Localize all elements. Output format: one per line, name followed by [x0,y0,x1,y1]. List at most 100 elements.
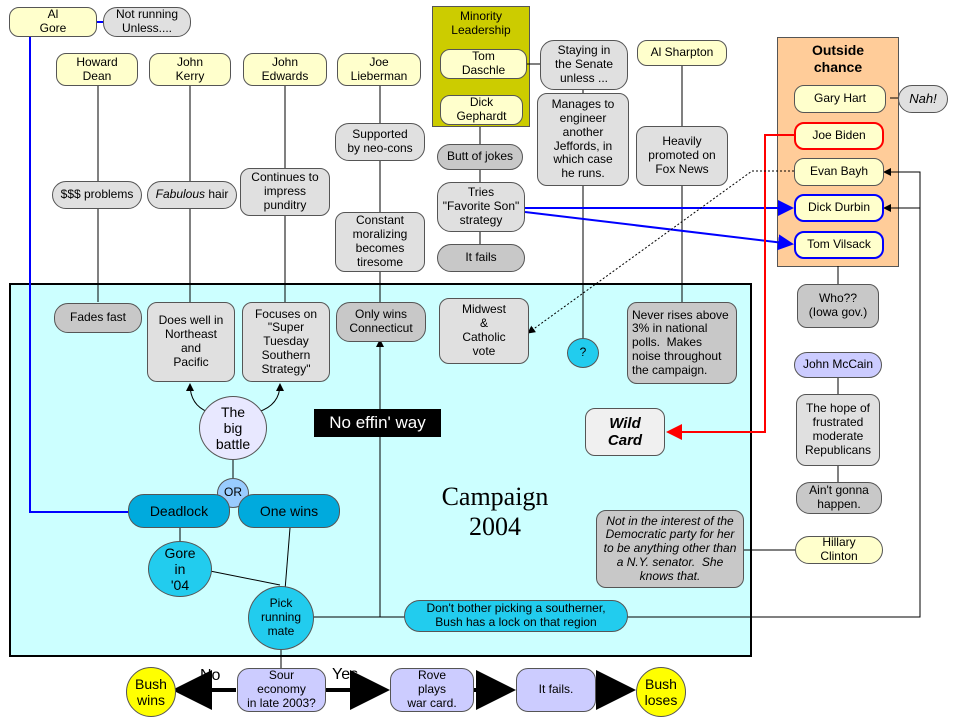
nah-note: Nah! [898,85,948,113]
vilsack-label: Tom Vilsack [807,237,871,252]
campaign-title: Campaign 2004 [441,482,549,541]
gary-hart-node: Gary Hart [794,85,886,113]
tom-daschle-node: Tom Daschle [440,49,527,79]
or-label: OR [224,485,242,500]
gephardt-fails-note: It fails [437,244,525,272]
dick-gephardt-node: Dick Gephardt [440,95,523,125]
who-label: Who?? (Iowa gov.) [808,291,868,319]
evan-bayh-node: Evan Bayh [794,158,884,186]
kerry-hair-note: Fabulous hair [147,181,237,209]
dick-durbin-node: Dick Durbin [794,194,884,222]
biden-label: Joe Biden [812,128,866,143]
big-battle-node: The big battle [199,396,267,460]
aint-gonna-label: Ain't gonna happen. [809,483,869,511]
moralizing-label: Constant moralizing becomes tiresome [352,213,408,269]
one-wins-label: One wins [259,502,319,519]
question-node: ? [567,338,599,368]
aint-gonna-happen-note: Ain't gonna happen. [796,482,882,514]
sharpton-label: Al Sharpton [650,45,714,60]
daschle-note-label: Staying in the Senate unless ... [554,43,614,85]
tom-vilsack-node: Tom Vilsack [794,231,884,259]
gephardt-label: Dick Gephardt [456,95,507,123]
mccain-hope-note: The hope of frustrated moderate Republic… [796,394,880,466]
bush-loses-label: Bush loses [644,675,678,708]
dean-label: Howard Dean [76,54,118,83]
pick-running-mate-node: Pick running mate [248,586,314,650]
neocons-label: Supported by neo-cons [347,127,413,155]
bayh-label: Evan Bayh [809,164,869,179]
pick-mate-label: Pick running mate [260,596,302,638]
lieberman-neocons-note: Supported by neo-cons [335,123,425,161]
rove-label: Rove plays war card. [407,668,457,710]
hillary-label: Hillary Clinton [820,535,858,563]
durbin-label: Dick Durbin [807,200,870,215]
sharpton-fox-label: Heavily promoted on Fox News [648,134,716,176]
kerry-hair-rest: hair [205,187,229,202]
hillary-note-label: Not in the interest of the Democratic pa… [603,513,737,583]
dean-money-label: $$$ problems [60,187,134,202]
al-sharpton-node: Al Sharpton [637,40,727,66]
bush-wins-label: Bush wins [135,675,167,708]
hillary-note: Not in the interest of the Democratic pa… [596,510,744,588]
john-kerry-node: John Kerry [149,53,231,86]
super-tuesday-note: Focuses on "Super Tuesday Southern Strat… [242,302,330,382]
john-mccain-node: John McCain [794,352,882,378]
daschle-label: Tom Daschle [461,49,506,77]
jeffords-note: Manages to engineer another Jeffords, in… [537,93,629,186]
fades-fast-label: Fades fast [69,310,127,325]
hart-label: Gary Hart [813,91,866,106]
jeffords-note-label: Manages to engineer another Jeffords, in… [551,97,615,181]
minority-title: Minority Leadership [451,9,511,37]
lieberman-moralizing-note: Constant moralizing becomes tiresome [335,212,425,272]
deadlock-node: Deadlock [128,494,230,528]
one-wins-node: One wins [238,494,340,528]
gore-04-node: Gore in '04 [148,541,212,597]
favorite-son-label: Tries "Favorite Son" strategy [442,185,520,227]
butt-of-jokes-label: Butt of jokes [446,149,514,164]
vilsack-who-note: Who?? (Iowa gov.) [797,284,879,328]
edwards-pundits-note: Continues to impress punditry [240,168,330,216]
super-tuesday-label: Focuses on "Super Tuesday Southern Strat… [254,306,318,376]
gore-04-label: Gore in '04 [164,544,196,594]
southerner-note: Don't bother picking a southerner, Bush … [404,600,628,632]
joe-biden-node: Joe Biden [794,122,884,150]
yes-label: Yes [332,666,359,683]
gore-not-running-note: Not running Unless.... [103,7,191,37]
mccain-label: John McCain [802,357,874,372]
only-connecticut-note: Only wins Connecticut [336,302,426,342]
midwest-catholic-note: Midwest & Catholic vote [439,298,529,364]
wild-card-node: Wild Card [585,408,665,456]
john-edwards-node: John Edwards [243,53,327,86]
mccain-hope-label: The hope of frustrated moderate Republic… [804,401,872,457]
only-ct-label: Only wins Connecticut [349,307,413,335]
wild-card-label: Wild Card [607,414,643,449]
dean-money-note: $$$ problems [52,181,142,209]
bush-wins-node: Bush wins [126,667,176,717]
gephardt-fails-label: It fails [465,250,497,265]
butt-of-jokes-note: Butt of jokes [437,144,523,170]
sharpton-polls-label: Never rises above 3% in national polls. … [632,307,729,377]
lieberman-label: Joe Lieberman [350,54,408,83]
hillary-clinton-node: Hillary Clinton [795,535,883,564]
sour-economy-node: Sour economy in late 2003? [237,668,326,712]
gore-note-label: Not running Unless.... [115,7,179,35]
no-label: No [200,667,221,684]
deadlock-label: Deadlock [149,502,209,519]
sharpton-fox-note: Heavily promoted on Fox News [636,126,728,186]
edwards-label: John Edwards [261,54,309,83]
no-way-text: No effin' way [329,413,426,433]
question-label: ? [579,345,587,360]
daschle-senate-note: Staying in the Senate unless ... [540,40,628,90]
joe-lieberman-node: Joe Lieberman [337,53,421,86]
kerry-hair-label: Fabulous hair [155,187,229,202]
northeast-label: Does well in Northeast and Pacific [158,313,224,369]
kerry-hair-em: Fabulous [155,187,206,202]
big-battle-label: The big battle [215,403,251,453]
howard-dean-node: Howard Dean [56,53,138,86]
midwest-label: Midwest & Catholic vote [461,302,506,358]
it-fails-bottom-label: It fails. [538,682,574,697]
favorite-son-note: Tries "Favorite Son" strategy [437,182,525,232]
outside-chance-title: Outside chance [811,42,865,75]
sharpton-polls-note: Never rises above 3% in national polls. … [627,302,737,384]
